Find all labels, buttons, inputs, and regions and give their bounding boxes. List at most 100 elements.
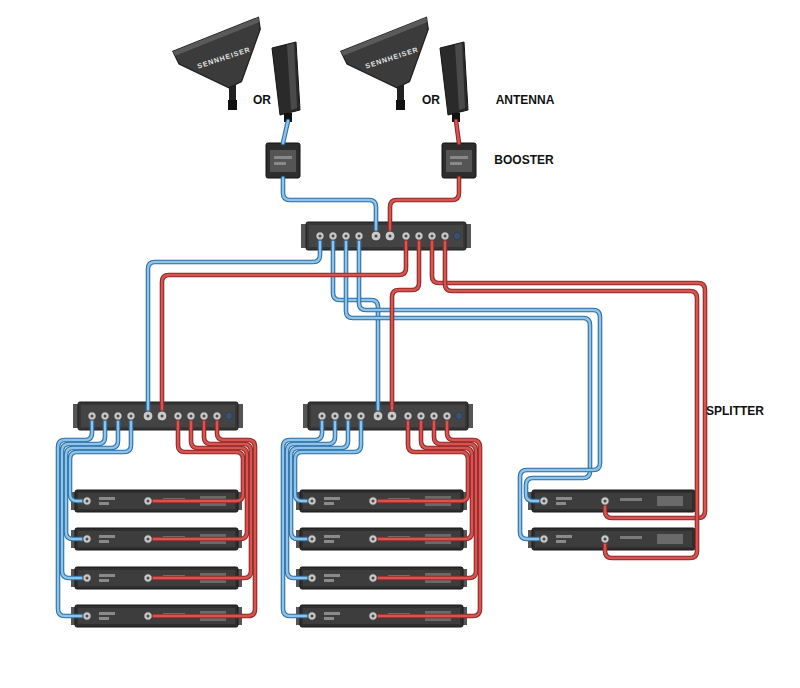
port-ring <box>114 412 122 420</box>
receiver-mark <box>99 612 115 615</box>
port-ring <box>200 412 208 420</box>
receiver-mark <box>620 498 642 501</box>
port-pin <box>147 415 150 418</box>
port-pin <box>456 235 459 238</box>
receiver-body <box>532 528 695 550</box>
port-ring <box>441 232 449 240</box>
connector-port <box>174 412 182 420</box>
connector-port <box>144 612 152 620</box>
connector-port <box>101 412 109 420</box>
port-pin <box>147 577 150 580</box>
cable-outline <box>148 416 247 539</box>
port-pin <box>389 235 392 238</box>
connector-port <box>456 413 463 420</box>
receiver-mark <box>324 617 334 620</box>
connector-port <box>213 412 221 420</box>
receiver-mark <box>99 574 115 577</box>
booster-mark <box>274 162 286 165</box>
port-pin <box>216 415 219 418</box>
port-pin <box>177 415 180 418</box>
port-ring <box>371 231 381 241</box>
port-ring <box>308 535 316 543</box>
choice-note: OR <box>253 94 271 107</box>
connector-port <box>417 412 425 420</box>
paddle-antenna <box>339 17 444 110</box>
part-name: ANTENNA <box>496 94 555 107</box>
connector-port <box>308 574 316 582</box>
connector-port <box>385 231 395 241</box>
port-pin <box>604 500 607 503</box>
cable <box>148 236 320 416</box>
port-ring <box>101 412 109 420</box>
port-pin <box>190 415 193 418</box>
port-ring <box>143 411 153 421</box>
port-pin <box>86 577 89 580</box>
receiver-display <box>657 496 683 506</box>
cable-outline <box>373 416 472 539</box>
cable-outline <box>390 178 459 236</box>
cable-outline <box>148 416 243 501</box>
port-ring <box>387 411 397 421</box>
connector-port <box>83 497 91 505</box>
brand-logo: SENNHEISER <box>196 46 251 70</box>
connector-port <box>114 412 122 420</box>
receiver-mark <box>324 502 334 505</box>
receiver-body <box>532 490 695 512</box>
port-pin <box>86 615 89 618</box>
port-ring <box>428 232 436 240</box>
port-pin <box>444 235 447 238</box>
port-pin <box>458 415 461 418</box>
cable-outline <box>283 121 288 143</box>
port-ring <box>357 412 365 420</box>
port-ring <box>144 535 152 543</box>
cable <box>373 416 472 539</box>
booster-face <box>270 150 296 172</box>
brand-logo: SENNHEISER <box>364 46 419 70</box>
port-pin <box>161 415 164 418</box>
port-pin <box>311 500 314 503</box>
cable <box>283 121 288 143</box>
port-ring <box>369 535 377 543</box>
splitter-body <box>306 222 466 250</box>
pencil-antenna <box>272 42 300 122</box>
cable <box>162 236 406 416</box>
cable-core <box>70 416 131 501</box>
port-ring <box>601 497 609 505</box>
port-pin <box>332 235 335 238</box>
antenna-connector <box>228 100 237 110</box>
antenna-paddle <box>339 17 444 101</box>
receiver-display <box>657 534 683 544</box>
connector-port <box>144 574 152 582</box>
cable <box>148 416 243 501</box>
port-pin <box>446 415 449 418</box>
connector-port <box>308 612 316 620</box>
receiver-mark <box>620 536 642 539</box>
connector-port <box>369 535 377 543</box>
pencil-antenna <box>440 42 468 122</box>
cable-layer <box>58 121 705 616</box>
connector-port <box>355 232 363 240</box>
port-ring <box>454 233 461 240</box>
receiver-mark <box>99 617 109 620</box>
cable-core <box>295 416 361 501</box>
port-ring <box>316 232 324 240</box>
choice-note: OR <box>422 94 440 107</box>
port-ring <box>601 535 609 543</box>
port-pin <box>372 577 375 580</box>
port-ring <box>456 413 463 420</box>
port-pin <box>311 538 314 541</box>
port-pin <box>334 415 337 418</box>
splitter-body <box>78 402 238 430</box>
cable-core <box>162 236 406 416</box>
connector-port <box>601 497 609 505</box>
port-pin <box>228 415 231 418</box>
port-ring <box>369 612 377 620</box>
port-ring <box>174 412 182 420</box>
cable-core <box>392 236 419 416</box>
cable-core <box>148 416 255 616</box>
connector-port <box>371 231 381 241</box>
device-layer <box>71 17 699 627</box>
port-pin <box>405 235 408 238</box>
cable-outline <box>148 236 320 416</box>
receiver-mark <box>556 535 572 538</box>
